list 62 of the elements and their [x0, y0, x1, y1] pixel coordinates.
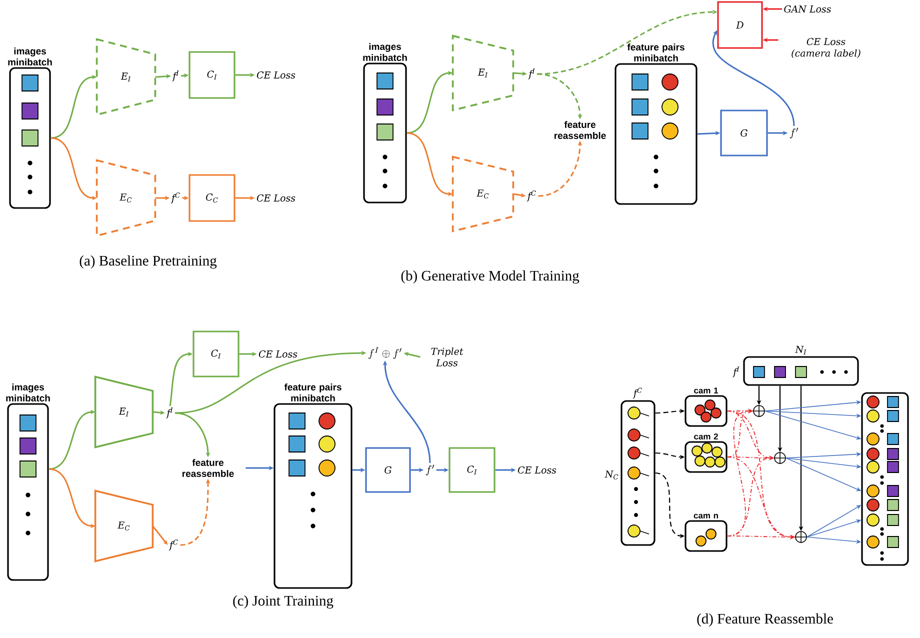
encoder-trapezoid: E$_{I}$ — [94, 376, 154, 448]
arrow — [152, 526, 168, 545]
node-label: cam n — [694, 514, 718, 519]
sum-circle — [774, 452, 786, 464]
feature-label: $f'$ — [426, 464, 434, 476]
discriminator-box: D — [717, 1, 763, 49]
classifier-box: C$_{I}$ — [192, 330, 240, 378]
node-label: images minibatch — [8, 48, 52, 66]
classifier-box: C$_{C}$ — [188, 174, 236, 222]
generator-box: G — [365, 447, 411, 493]
loss-label: CE Loss (camera label) — [792, 38, 860, 58]
feature-label: f$^{I}$ — [172, 70, 179, 82]
minibatch-box: images minibatch — [6, 384, 50, 581]
encoder-trapezoid: E$_{C}$ — [96, 159, 156, 237]
node-label: cam 2 — [694, 433, 718, 440]
feature-label: f$^{C}$ — [168, 540, 178, 550]
loss-label: GAN Loss — [784, 5, 831, 13]
feature-label: f$^{C}$ — [170, 192, 180, 204]
side-label: f$^{I}$ — [732, 366, 740, 378]
caption: (a) Baseline Pretraining — [80, 255, 217, 269]
encoder-trapezoid: E$_{I}$ — [96, 38, 156, 116]
minibatch-box: images minibatch — [8, 48, 52, 209]
loss-label: CE Loss — [258, 350, 298, 358]
classifier-box: C$_{I}$ — [448, 447, 496, 493]
loss-label: CE Loss — [256, 194, 296, 202]
sum-circle — [794, 530, 808, 544]
loss-label: Triplet Loss — [431, 348, 464, 366]
caption: (c) Joint Training — [233, 595, 334, 609]
process-label: feature reassemble — [554, 121, 606, 139]
minibatch-box: feature pairs minibatch — [614, 44, 698, 205]
minibatch-box: feature pairs minibatch — [274, 384, 352, 589]
node-label: cam 1 — [694, 388, 718, 394]
sum-circle — [752, 404, 766, 418]
caption: (d) Feature Reassemble — [697, 613, 833, 627]
feature-column-box — [861, 392, 909, 566]
caption: (b) Generative Model Training — [401, 270, 580, 284]
generator-box: G — [720, 110, 768, 156]
node-label: images minibatch — [363, 43, 407, 62]
encoder-trapezoid: E$_{C}$ — [94, 490, 154, 562]
minibatch-box: images minibatch — [363, 43, 407, 204]
side-label: N$_{C}$ — [604, 470, 618, 480]
feature-row-box: N$_{I}$ — [743, 346, 859, 386]
feature-label: f$^{I}$ — [528, 68, 535, 80]
cluster-box: cam 2 — [684, 434, 728, 473]
loss-label: CE Loss — [256, 71, 296, 79]
node-label: feature pairs minibatch — [284, 384, 342, 402]
classifier-box: C$_{I}$ — [188, 51, 236, 99]
feature-column-box: f$^{C}$ — [620, 388, 656, 546]
node-label: images minibatch — [6, 384, 50, 402]
cluster-box: cam n — [684, 514, 728, 552]
cluster-box: cam 1 — [684, 388, 728, 427]
encoder-trapezoid: E$_{C}$ — [452, 156, 514, 232]
feature-label: f$^{I}$ — [166, 408, 173, 418]
node-label: N$_{I}$ — [795, 346, 806, 355]
feature-label: $f'$ — [790, 128, 798, 138]
node-label: feature pairs minibatch — [627, 44, 684, 62]
loss-label: CE Loss — [518, 466, 556, 474]
feature-label: $f^{I}\oplus f'$ — [368, 347, 402, 359]
feature-label: f$^{C}$ — [526, 190, 536, 202]
node-label: f$^{C}$ — [632, 388, 642, 399]
process-label: feature reassemble — [182, 459, 234, 477]
encoder-trapezoid: E$_{I}$ — [452, 34, 514, 112]
